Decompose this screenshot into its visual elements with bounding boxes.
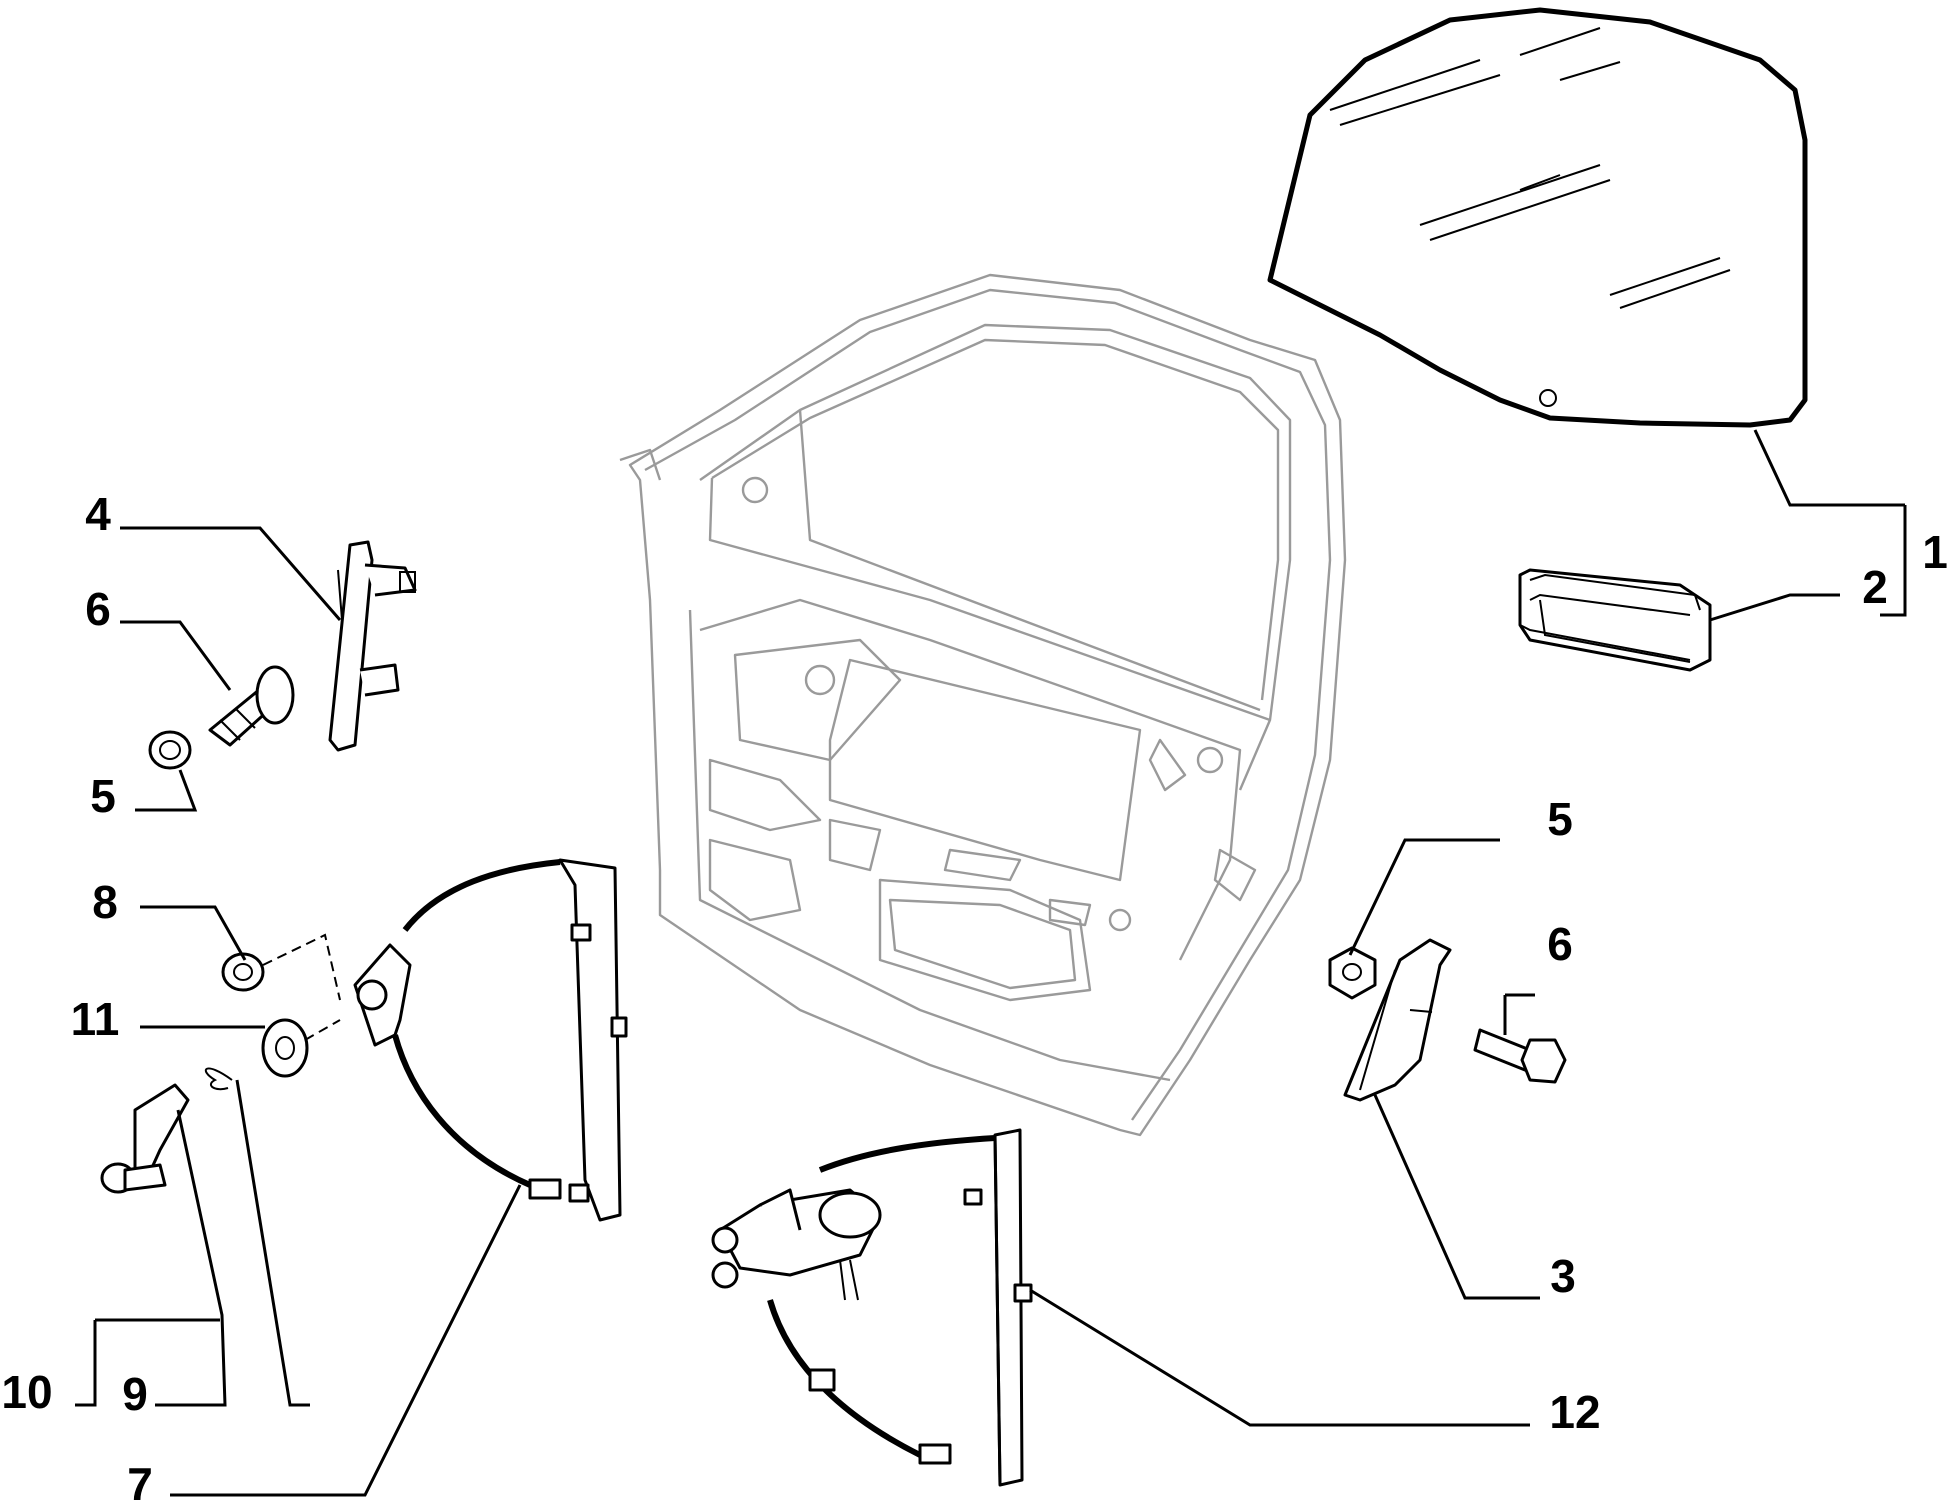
glass-bracket bbox=[1343, 938, 1452, 1102]
callout-labels: 1 2 3 4 5 5 6 6 7 8 9 10 11 12 bbox=[1, 488, 1947, 1500]
nut-left bbox=[148, 730, 192, 770]
callout-6-right: 6 bbox=[1547, 918, 1573, 970]
callout-9: 9 bbox=[122, 1368, 148, 1420]
callout-5-right: 5 bbox=[1547, 793, 1573, 845]
callout-11: 11 bbox=[71, 993, 120, 1045]
bolt-left bbox=[208, 665, 295, 747]
callout-10: 10 bbox=[1, 1366, 52, 1418]
electric-window-regulator bbox=[711, 1128, 1033, 1487]
assembly-guide-lines bbox=[262, 933, 341, 1041]
callout-4: 4 bbox=[85, 488, 111, 540]
callout-2: 2 bbox=[1862, 561, 1888, 613]
regulator-rail bbox=[328, 540, 417, 752]
callout-6-left: 6 bbox=[85, 583, 111, 635]
spring-clip-9 bbox=[204, 1067, 233, 1091]
callout-5-left: 5 bbox=[90, 770, 116, 822]
callout-8: 8 bbox=[92, 876, 118, 928]
manual-window-regulator bbox=[353, 858, 628, 1222]
callout-7: 7 bbox=[127, 1458, 153, 1500]
nut-8 bbox=[221, 952, 265, 992]
washer-11 bbox=[261, 1018, 309, 1078]
leader-lines bbox=[75, 429, 1907, 1497]
bolt-right bbox=[1473, 1028, 1567, 1084]
glass-channel bbox=[1518, 568, 1712, 672]
callout-12: 12 bbox=[1549, 1386, 1600, 1438]
nut-right bbox=[1328, 946, 1377, 1000]
window-glass bbox=[1267, 7, 1808, 428]
callout-3: 3 bbox=[1550, 1250, 1576, 1302]
window-crank-handle bbox=[100, 1083, 190, 1194]
door-inner-panel bbox=[619, 273, 1347, 1137]
callout-1: 1 bbox=[1922, 526, 1948, 578]
